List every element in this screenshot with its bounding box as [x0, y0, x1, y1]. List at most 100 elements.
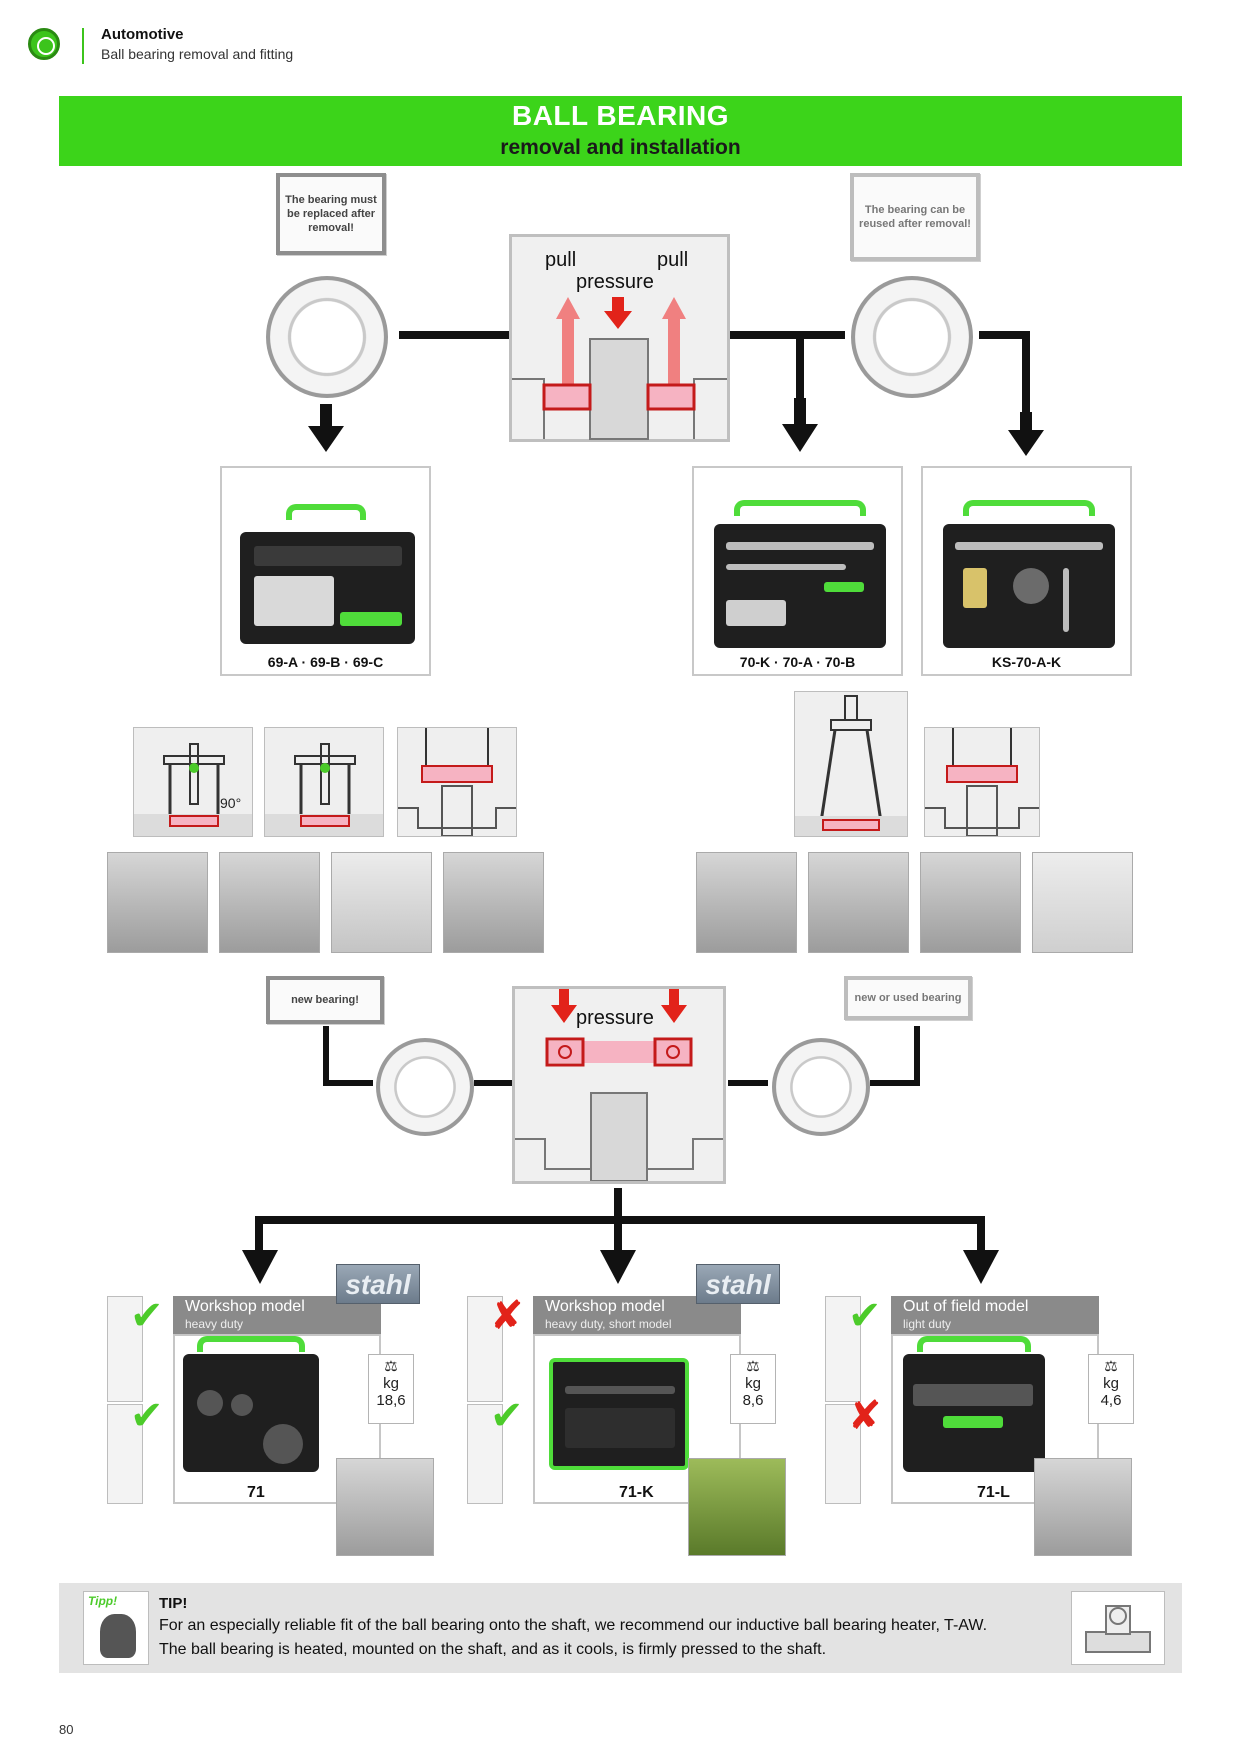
header-category: Automotive	[101, 26, 184, 43]
connector	[614, 1222, 622, 1256]
weight-unit: kg	[383, 1375, 399, 1392]
connector	[914, 1026, 920, 1086]
weight-unit: kg	[745, 1375, 761, 1392]
header-subtitle: Ball bearing removal and fitting	[101, 46, 294, 62]
connector	[977, 1216, 985, 1256]
label-pressure: pressure	[576, 1007, 654, 1029]
model-card-71[interactable]: 71	[173, 1334, 381, 1504]
angle-label: 90°	[220, 795, 241, 811]
usage-diagram	[467, 1404, 503, 1504]
brand-badge: stahl	[696, 1264, 780, 1304]
label-pressure: pressure	[576, 271, 654, 293]
weight-value: 8,6	[742, 1392, 764, 1409]
model-title: Workshop model	[545, 1298, 665, 1315]
installation-diagram	[397, 727, 517, 837]
weight-badge: ⚖ kg 8,6	[730, 1354, 776, 1424]
weight-value: 4,6	[1100, 1392, 1122, 1409]
connector	[1022, 331, 1030, 421]
heater-icon	[1085, 1605, 1151, 1653]
model-number: 71	[247, 1484, 265, 1501]
press-schematic	[795, 695, 907, 836]
tool-case	[943, 500, 1115, 648]
connector	[255, 1216, 263, 1256]
arrow-down-icon	[782, 398, 818, 452]
product-70[interactable]: 70-K · 70-A · 70-B	[692, 466, 903, 676]
product-69-label: 69-A · 69-B · 69-C	[267, 654, 384, 670]
tip-box: Tipp! TIP! For an especially reliable fi…	[59, 1583, 1182, 1673]
title-banner: BALL BEARING removal and installation	[59, 96, 1182, 166]
connector	[474, 1080, 514, 1086]
tip-badge: Tipp!	[88, 1594, 118, 1608]
tool-case	[240, 504, 415, 644]
connector	[255, 1216, 985, 1224]
arrow-down-icon	[1008, 412, 1044, 456]
product-69[interactable]: 69-A · 69-B · 69-C	[220, 466, 431, 676]
header-divider	[82, 28, 84, 64]
tip-text-line2: The ball bearing is heated, mounted on t…	[159, 1641, 827, 1658]
product-ks70-label: KS-70-A-K	[991, 654, 1062, 670]
mascot-figure	[100, 1614, 136, 1658]
usage-diagram	[467, 1296, 503, 1402]
puller-diagram: 90°	[133, 727, 253, 837]
arrow-down-icon	[242, 1250, 278, 1284]
removal-diagram: pull pull pressure	[509, 234, 730, 442]
check-icon: ✔	[130, 1294, 164, 1338]
tool-case	[549, 1358, 689, 1470]
photo-step	[443, 852, 544, 953]
connector	[399, 331, 509, 339]
install-schematic	[515, 989, 723, 1181]
photo-step	[696, 852, 797, 953]
model-subtitle: light duty	[903, 1317, 952, 1331]
bearing-used	[772, 1038, 870, 1136]
page-number: 80	[59, 1722, 74, 1737]
note-reuse: The bearing can be reused after removal!	[850, 173, 980, 261]
tip-text-line1: For an especially reliable fit of the ba…	[159, 1617, 988, 1634]
banner-subtitle: removal and installation	[500, 136, 741, 159]
tool-case	[903, 1336, 1045, 1472]
usage-diagram	[107, 1296, 143, 1402]
model-title: Out of field model	[903, 1298, 1029, 1315]
note-new-bearing: new bearing!	[266, 976, 384, 1024]
label-pull-right: pull	[657, 249, 689, 271]
model-title: Workshop model	[185, 1298, 305, 1315]
install-schematic	[925, 728, 1039, 837]
photo-step	[688, 1458, 786, 1556]
puller-schematic: 90°	[134, 743, 252, 836]
photo-step	[107, 852, 208, 953]
check-icon: ✔	[848, 1294, 882, 1338]
install-schematic	[398, 728, 516, 837]
product-ks70[interactable]: KS-70-A-K	[921, 466, 1132, 676]
usage-diagram	[825, 1404, 861, 1504]
scale-icon: ⚖	[1104, 1358, 1118, 1375]
photo-step	[331, 852, 432, 953]
press-diagram	[794, 691, 908, 837]
model-card-71k[interactable]: 71-K	[533, 1334, 741, 1504]
brand-logo	[28, 28, 60, 60]
weight-unit: kg	[1103, 1375, 1119, 1392]
usage-diagram	[107, 1404, 143, 1504]
photo-step	[219, 852, 320, 953]
brand-badge: stahl	[336, 1264, 420, 1304]
photo-step	[1032, 852, 1133, 953]
photo-step	[920, 852, 1021, 953]
product-70-label: 70-K · 70-A · 70-B	[739, 654, 856, 670]
tool-case	[183, 1336, 319, 1472]
puller-diagram	[264, 727, 384, 837]
cross-icon: ✘	[848, 1394, 882, 1438]
photo-step	[808, 852, 909, 953]
check-icon: ✔	[490, 1394, 524, 1438]
model-number: 71-K	[619, 1484, 654, 1501]
arrow-down-icon	[600, 1250, 636, 1284]
weight-badge: ⚖ kg 4,6	[1088, 1354, 1134, 1424]
note-new-or-used: new or used bearing	[844, 976, 972, 1020]
check-icon: ✔	[130, 1394, 164, 1438]
cross-icon: ✘	[490, 1294, 524, 1338]
photo-step	[1034, 1458, 1132, 1556]
model-number: 71-L	[977, 1484, 1010, 1501]
arrow-down-icon	[963, 1250, 999, 1284]
banner-title: BALL BEARING	[511, 100, 730, 131]
label-pull-left: pull	[545, 249, 577, 271]
installation-diagram: pressure	[512, 986, 726, 1184]
tip-mascot: Tipp!	[83, 1591, 149, 1665]
connector	[614, 1188, 622, 1222]
